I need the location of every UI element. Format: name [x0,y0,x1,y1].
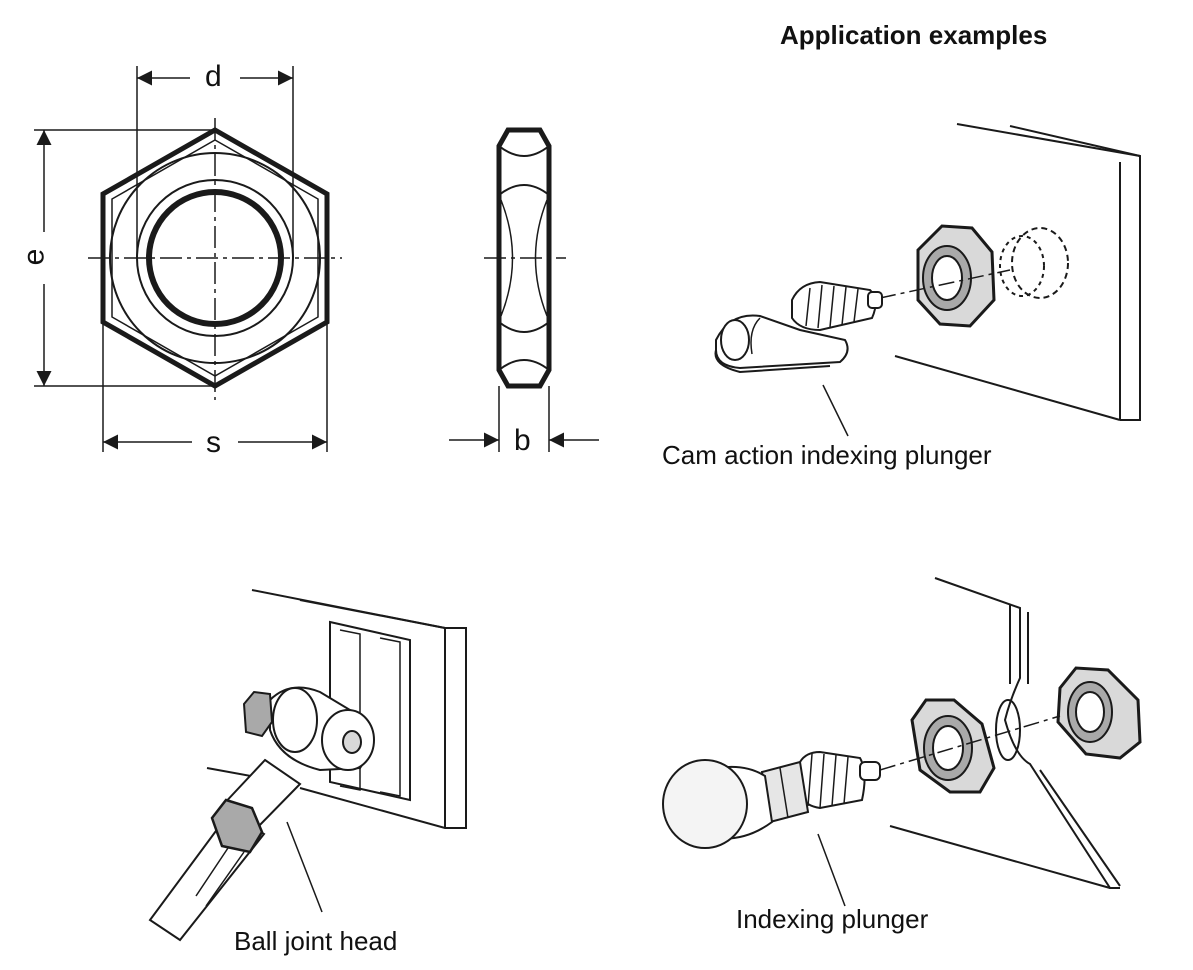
dimension-s [102,322,328,452]
dimension-label-b: b [514,424,531,457]
caption-cam-action-indexing-plunger: Cam action indexing plunger [662,440,992,470]
dimension-d [136,66,294,258]
dimension-label-d: d [205,60,222,93]
dimension-label-e: e [17,248,51,266]
hex-nut-front-view [88,118,342,400]
dimension-label-s: s [206,426,221,459]
cam-plunger-example [714,123,1141,437]
dimension-e [34,129,215,387]
ball-joint-example [148,589,467,942]
page-title: Application examples [780,20,1048,50]
dimension-b [449,386,599,452]
caption-ball-joint-head: Ball joint head [234,926,398,956]
caption-indexing-plunger: Indexing plunger [736,904,929,934]
hex-nut-side-view [484,127,566,389]
indexing-plunger-example [662,577,1142,907]
